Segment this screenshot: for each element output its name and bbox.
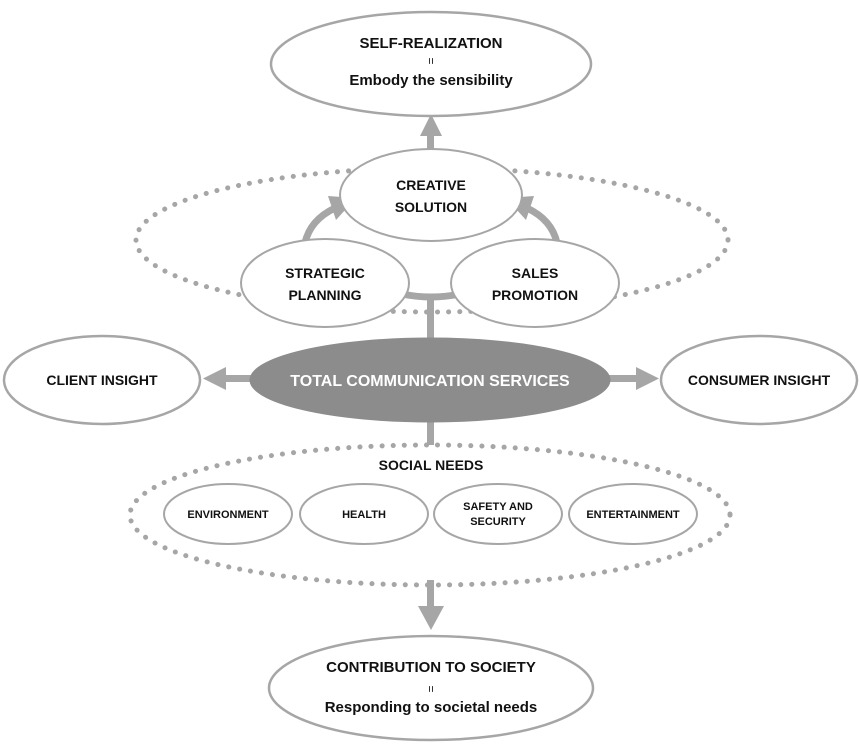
strategic-planning-line2: PLANNING	[288, 287, 361, 303]
safety-and-security-line1: SAFETY AND	[463, 501, 533, 513]
lower-dotted-ring	[127, 442, 733, 588]
client-insight-label: CLIENT INSIGHT	[46, 372, 158, 388]
sales-promotion-node	[450, 238, 620, 328]
stem-social-to-contribution	[427, 580, 434, 610]
environment-node	[163, 483, 293, 545]
connector-strategic-to-sales	[401, 290, 461, 301]
sales-promotion-line2: PROMOTION	[492, 287, 578, 303]
upper-dotted-ring	[133, 165, 731, 315]
contribution-to-society-node	[267, 634, 595, 742]
self-realization-equals: =	[424, 57, 438, 64]
creative-solution-line2: SOLUTION	[395, 199, 467, 215]
arrow-left-to-client-insight	[203, 367, 226, 390]
strategic-planning-line1: STRATEGIC	[285, 265, 365, 281]
self-realization-subtitle: Embody the sensibility	[349, 72, 513, 89]
self-realization-title: SELF-REALIZATION	[359, 35, 502, 52]
bar-to-client-insight	[222, 375, 262, 382]
arrow-down-to-contribution	[418, 606, 444, 630]
arrow-up-to-self-realization	[420, 114, 442, 136]
safety-and-security-node	[433, 483, 563, 545]
social-needs-title: SOCIAL NEEDS	[379, 457, 484, 473]
environment-label: ENVIRONMENT	[187, 509, 269, 521]
entertainment-node	[568, 483, 698, 545]
contribution-to-society-subtitle: Responding to societal needs	[325, 699, 538, 716]
contribution-to-society-equals: =	[424, 685, 438, 692]
stem-center-to-social-needs	[427, 415, 434, 445]
strategic-planning-node	[240, 238, 410, 328]
health-node	[299, 483, 429, 545]
consumer-insight-label: CONSUMER INSIGHT	[688, 372, 831, 388]
arc-strategic-to-creative	[301, 204, 337, 244]
stem-center-to-triangle	[427, 300, 434, 350]
sales-promotion-line1: SALES	[512, 265, 559, 281]
creative-solution-node	[339, 148, 523, 242]
safety-and-security-line2: SECURITY	[470, 516, 526, 528]
consumer-insight-node	[659, 334, 859, 426]
arc-sales-to-creative	[525, 204, 561, 244]
creative-solution-line1: CREATIVE	[396, 177, 466, 193]
stem-top-to-self-realization	[427, 128, 434, 158]
entertainment-label: ENTERTAINMENT	[586, 509, 680, 521]
total-communication-services-label: TOTAL COMMUNICATION SERVICES	[290, 373, 570, 390]
total-communication-services-node	[249, 337, 611, 423]
client-insight-node	[2, 334, 202, 426]
contribution-to-society-title: CONTRIBUTION TO SOCIETY	[326, 659, 536, 676]
health-label: HEALTH	[342, 509, 386, 521]
self-realization-node	[269, 10, 593, 118]
bar-to-consumer-insight	[598, 375, 640, 382]
arrow-right-to-consumer-insight	[636, 367, 659, 390]
